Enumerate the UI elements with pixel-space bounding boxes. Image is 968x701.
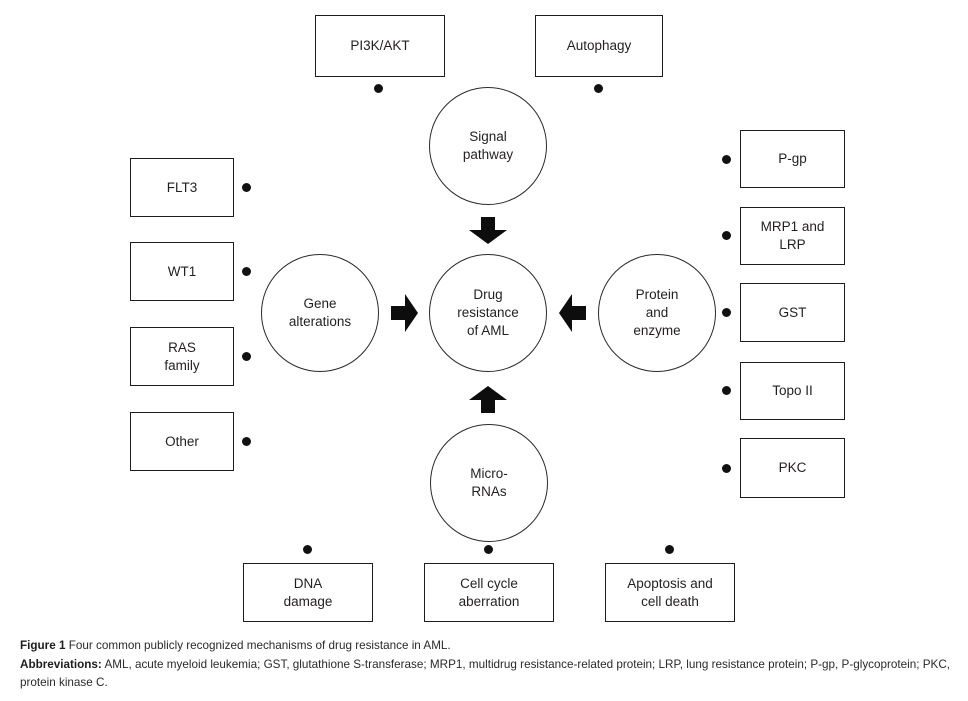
box-flt3: FLT3 [130, 158, 234, 217]
connector-dot [303, 545, 312, 554]
figure-title-text: Four common publicly recognized mechanis… [68, 639, 451, 652]
circle-protein-and-enzyme: Protein and enzyme [598, 254, 716, 372]
block-arrow-up-icon [469, 386, 507, 413]
block-arrow-down-icon [469, 217, 507, 244]
box-autophagy: Autophagy [535, 15, 663, 77]
block-arrow-left-icon [559, 294, 586, 332]
connector-dot [594, 84, 603, 93]
connector-dot [374, 84, 383, 93]
abbreviations-text: AML, acute myeloid leukemia; GST, glutat… [20, 657, 951, 690]
figure-caption-title: Figure 1 Four common publicly recognized… [20, 637, 956, 656]
circle-gene-alterations: Gene alterations [261, 254, 379, 372]
connector-dot [722, 231, 731, 240]
connector-dot [722, 386, 731, 395]
box-ras-family: RAS family [130, 327, 234, 386]
connector-dot [665, 545, 674, 554]
figure-caption-abbreviations: Abbreviations: AML, acute myeloid leukem… [20, 656, 956, 693]
box-p-gp: P-gp [740, 130, 845, 188]
box-wt1: WT1 [130, 242, 234, 301]
connector-dot [484, 545, 493, 554]
connector-dot [722, 464, 731, 473]
abbreviations-label: Abbreviations: [20, 657, 102, 671]
circle-signal-pathway: Signal pathway [429, 87, 547, 205]
box-mrp1-lrp: MRP1 and LRP [740, 207, 845, 265]
connector-dot [242, 437, 251, 446]
connector-dot [242, 267, 251, 276]
figure-label: Figure 1 [20, 639, 66, 652]
box-apoptosis-cell-death: Apoptosis and cell death [605, 563, 735, 622]
circle-micro-rnas: Micro- RNAs [430, 424, 548, 542]
connector-dot [722, 308, 731, 317]
connector-dot [242, 183, 251, 192]
box-topo-ii: Topo II [740, 362, 845, 420]
figure-caption: Figure 1 Four common publicly recognized… [20, 637, 956, 693]
block-arrow-right-icon [391, 294, 418, 332]
connector-dot [242, 352, 251, 361]
box-cell-cycle-aberration: Cell cycle aberration [424, 563, 554, 622]
connector-dot [722, 155, 731, 164]
circle-drug-resistance-of-aml: Drug resistance of AML [429, 254, 547, 372]
box-other: Other [130, 412, 234, 471]
box-dna-damage: DNA damage [243, 563, 373, 622]
box-gst: GST [740, 283, 845, 342]
box-pi3k-akt: PI3K/AKT [315, 15, 445, 77]
box-pkc: PKC [740, 438, 845, 498]
